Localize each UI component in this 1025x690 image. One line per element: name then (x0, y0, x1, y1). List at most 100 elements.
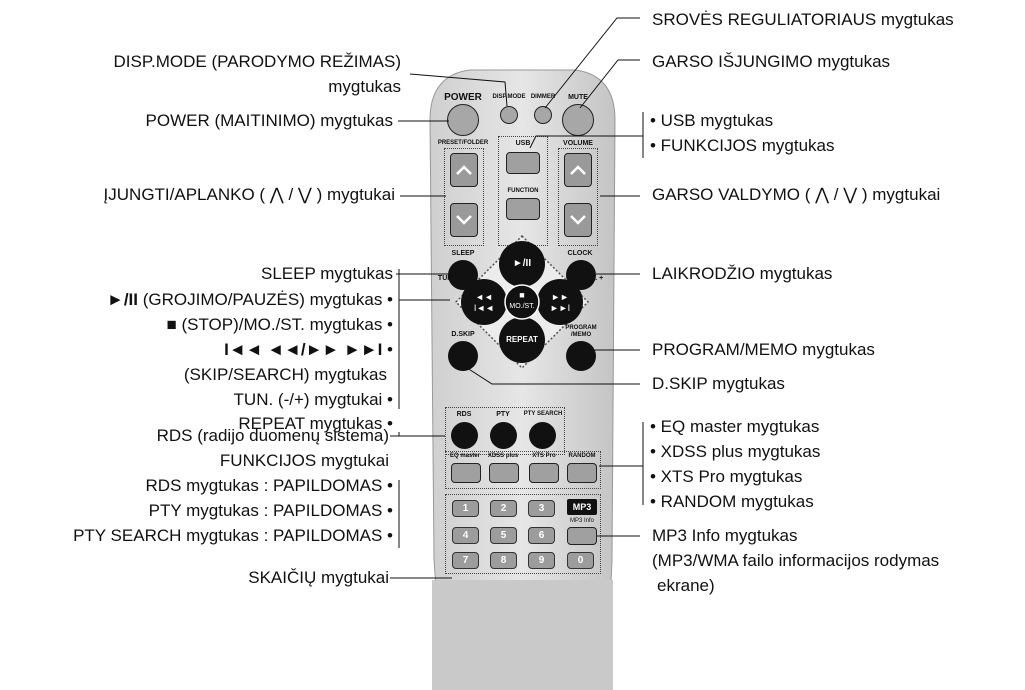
number-pad-group (445, 494, 601, 574)
stop-icon: ■ (166, 315, 182, 334)
label-play-pause: ►/II (GROJIMO/PAUZĖS) mygtukas • (107, 290, 393, 309)
mo-st-text: MO./ST. (509, 303, 535, 310)
label-number-buttons: SKAIČIŲ mygtukai (248, 568, 389, 587)
label-disp-mode-line1: DISP.MODE (PARODYMO REŽIMAS) (113, 52, 401, 71)
number-6-button[interactable]: 6 (528, 527, 555, 544)
pty-text: PTY (496, 411, 510, 418)
dskip-text: D.SKIP (451, 331, 475, 338)
label-usb: • USB mygtukas (650, 111, 774, 130)
volume-up-button[interactable] (564, 153, 592, 187)
rds-button[interactable] (451, 422, 478, 449)
label-rds-line2: FUNKCIJOS mygtukai (219, 451, 389, 470)
xdss-plus-button[interactable] (489, 463, 519, 483)
label-dskip: D.SKIP mygtukas (652, 374, 785, 393)
label-mp3-info-line1: MP3 Info mygtukas (652, 526, 798, 545)
mp3-info-button[interactable] (567, 527, 597, 545)
label-eq-master: • EQ master mygtukas (650, 417, 820, 436)
preset-folder-group (444, 148, 484, 246)
pty-search-text: PTY SEARCH (523, 411, 563, 417)
eq-group (445, 451, 601, 489)
random-button[interactable] (567, 463, 597, 483)
skip-back-icon: I◄◄ (474, 303, 494, 313)
sleep-text: SLEEP (451, 250, 475, 257)
label-xts-pro: • XTS Pro mygtukas (650, 467, 803, 486)
tun-minus-text: TUN. – (437, 275, 461, 282)
play-pause-icon: ►/II (107, 290, 143, 309)
label-rds-line1: RDS (radijo duomenų sistema) (156, 426, 389, 445)
label-mute: GARSO IŠJUNGIMO mygtukas (652, 52, 891, 71)
skip-search-back-button[interactable] (461, 279, 507, 325)
usb-text: USB (515, 140, 531, 147)
label-tun: TUN. (-/+) mygtukai • (233, 390, 393, 409)
number-8-button[interactable]: 8 (490, 552, 517, 569)
label-skip-search: (SKIP/SEARCH) mygtukas (183, 365, 387, 384)
disp-mode-text: DISP.MODE (492, 94, 526, 100)
chevron-down-icon (570, 215, 586, 225)
label-clock: LAIKRODŽIO mygtukas (652, 264, 833, 283)
number-4-button[interactable]: 4 (452, 527, 479, 544)
preset-down-button[interactable] (450, 203, 478, 237)
preset-folder-text: PRESET/FOLDER (437, 140, 489, 146)
label-xdss-plus: • XDSS plus mygtukas (650, 442, 821, 461)
dimmer-text: DIMMER (530, 94, 556, 100)
eq-master-button[interactable] (451, 463, 481, 483)
search-forward-icon: ►► (551, 292, 569, 302)
number-5-button[interactable]: 5 (490, 527, 517, 544)
label-power: POWER (MAITINIMO) mygtukas (145, 111, 393, 130)
label-function: • FUNKCIJOS mygtukas (650, 136, 835, 155)
skip-search-icon: I◄◄ ◄◄/►► ►►I (224, 340, 388, 359)
xts-pro-button[interactable] (529, 463, 559, 483)
label-sleep: SLEEP mygtukas (261, 264, 393, 283)
label-volume: GARSO VALDYMO ( ⋀ / ⋁ ) mygtukai (652, 185, 941, 204)
program-memo-button[interactable] (566, 341, 596, 371)
preset-up-button[interactable] (450, 153, 478, 187)
clock-text: CLOCK (567, 250, 593, 257)
skip-search-forward-button[interactable] (537, 279, 583, 325)
pty-button[interactable] (490, 422, 517, 449)
chevron-up-icon (456, 165, 472, 175)
usb-button[interactable] (506, 152, 540, 174)
label-random: • RANDOM mygtukas (650, 492, 814, 511)
number-0-button[interactable]: 0 (567, 552, 594, 569)
number-2-button[interactable]: 2 (490, 500, 517, 517)
program-text: PROGRAM (565, 325, 597, 331)
label-stop: ■ (STOP)/MO./ST. mygtukas • (166, 315, 393, 334)
label-pty-search-button: PTY SEARCH mygtukas : PAPILDOMAS • (73, 526, 393, 545)
function-button[interactable] (506, 198, 540, 220)
number-9-button[interactable]: 9 (528, 552, 555, 569)
dskip-button[interactable] (448, 341, 478, 371)
xdss-plus-text: XDSS plus (487, 453, 519, 459)
volume-group (558, 148, 598, 246)
xts-pro-text: XTS Pro (532, 453, 556, 459)
label-disp-mode-line2: mygtukas (328, 77, 401, 96)
function-text: FUNCTION (507, 188, 539, 194)
mp3-info-text: MP3 Info (569, 518, 595, 524)
number-3-button[interactable]: 3 (528, 500, 555, 517)
number-7-button[interactable]: 7 (452, 552, 479, 569)
disp-mode-button[interactable] (500, 106, 518, 124)
pty-search-button[interactable] (529, 422, 556, 449)
label-skip-glyphs: I◄◄ ◄◄/►► ►►I • (224, 340, 393, 359)
random-text: RANDOM (568, 453, 596, 459)
stop-icon: ■ (519, 290, 525, 300)
label-preset-folder: ĮJUNGTI/APLANKO ( ⋀ / ⋁ ) mygtukai (103, 185, 395, 204)
volume-down-button[interactable] (564, 203, 592, 237)
label-pty-button: PTY mygtukas : PAPILDOMAS • (148, 501, 393, 520)
memo-text: /MEMO (570, 332, 592, 338)
rds-group (445, 407, 565, 455)
search-back-icon: ◄◄ (475, 292, 493, 302)
label-mp3-info-line2: (MP3/WMA failo informacijos rodymas (652, 551, 940, 570)
mp3-label: MP3 (567, 499, 597, 515)
repeat-text: REPEAT (506, 335, 538, 344)
chevron-up-icon (570, 165, 586, 175)
chevron-down-icon (456, 215, 472, 225)
dimmer-button[interactable] (534, 106, 552, 124)
label-rds-button: RDS mygtukas : PAPILDOMAS • (145, 476, 393, 495)
label-mp3-info-line3: ekrane) (657, 576, 715, 595)
skip-forward-icon: ►►I (550, 303, 570, 313)
number-1-button[interactable]: 1 (452, 500, 479, 517)
label-dimmer: SROVĖS REGULIATORIAUS mygtukas (652, 10, 954, 29)
label-repeat: REPEAT mygtukas • (238, 414, 393, 433)
